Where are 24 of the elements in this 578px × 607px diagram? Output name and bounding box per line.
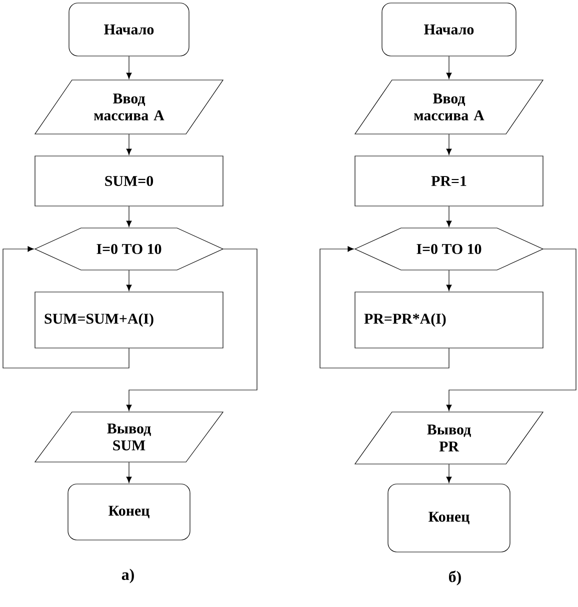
- arrow: [320, 246, 450, 368]
- process-box: SUM=0: [34, 156, 224, 206]
- arrow: [126, 56, 132, 79]
- arrow: [126, 462, 132, 483]
- terminal-box: Конец: [68, 484, 190, 540]
- arrow: [446, 206, 452, 227]
- terminal-box: Конец: [388, 484, 510, 552]
- arrow: [446, 56, 452, 79]
- arrow: [2, 246, 130, 368]
- panel-label: а): [122, 568, 134, 584]
- process-box: SUM=SUM+A(I): [34, 292, 224, 348]
- arrow: [126, 248, 258, 411]
- process-box: PR=1: [354, 156, 544, 206]
- arrow: [446, 270, 452, 291]
- terminal-box: Начало: [68, 2, 190, 56]
- panel-label: б): [448, 570, 461, 586]
- arrow: [446, 134, 452, 155]
- terminal-box: Начало: [382, 2, 516, 56]
- arrow: [446, 464, 452, 483]
- arrow: [446, 248, 576, 411]
- arrow: [126, 270, 132, 291]
- process-box: PR=PR*A(I): [354, 292, 544, 348]
- arrow: [126, 134, 132, 155]
- arrow: [126, 206, 132, 227]
